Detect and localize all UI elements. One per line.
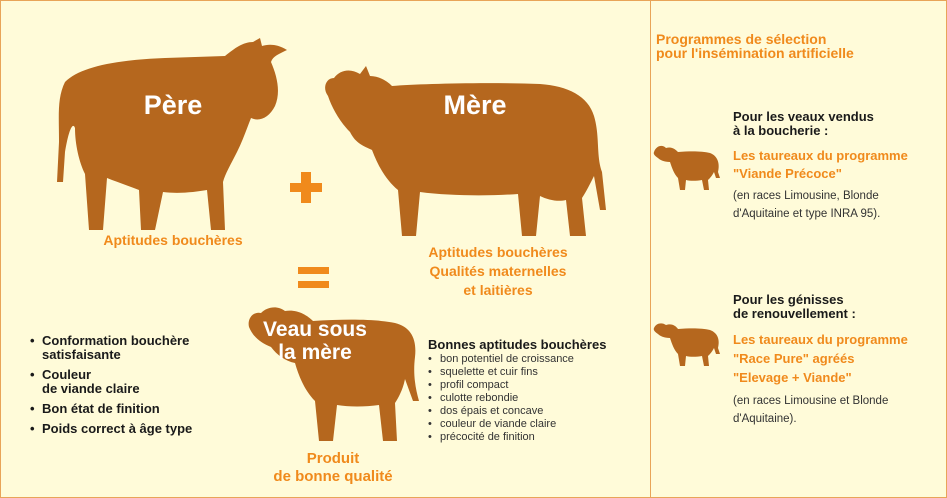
list-item: culotte rebondie bbox=[428, 392, 648, 405]
veau-label-line-2: la mère bbox=[255, 341, 375, 364]
pere-label: Père bbox=[118, 90, 228, 121]
block1-heading: Pour les veaux vendus à la boucherie : bbox=[733, 110, 943, 138]
programs-title-line-1: Programmes de sélection bbox=[656, 32, 946, 46]
veau-caption-line-2: de bonne qualité bbox=[248, 468, 418, 486]
block1-program: Les taureaux du programme "Viande Précoc… bbox=[733, 147, 945, 183]
heifer-small-icon bbox=[652, 320, 722, 368]
aptitudes-title: Bonnes aptitudes bouchères bbox=[428, 337, 606, 352]
equals-sign-icon bbox=[298, 267, 329, 274]
list-item: Poids correct à âge type bbox=[30, 422, 240, 436]
block1-note: (en races Limousine, Blonde d'Aquitaine … bbox=[733, 187, 945, 223]
block2-heading: Pour les génisses de renouvellement : bbox=[733, 293, 943, 321]
list-item: Couleur de viande claire bbox=[30, 368, 240, 396]
pere-caption: Aptitudes bouchères bbox=[78, 232, 268, 248]
qualities-list: Conformation bouchère satisfaisante Coul… bbox=[30, 334, 240, 436]
equals-sign-icon-lower bbox=[298, 281, 329, 288]
block2-note: (en races Limousine et Blonde d'Aquitain… bbox=[733, 392, 945, 428]
list-item: profil compact bbox=[428, 379, 648, 392]
mere-caption-line-2: Qualités maternelles bbox=[398, 262, 598, 281]
cow-silhouette bbox=[320, 60, 610, 240]
list-item: couleur de viande claire bbox=[428, 418, 648, 431]
block2-program: Les taureaux du programme "Race Pure" ag… bbox=[733, 330, 945, 387]
list-item: Bon état de finition bbox=[30, 402, 240, 416]
mere-label: Mère bbox=[420, 90, 530, 121]
mere-caption-line-1: Aptitudes bouchères bbox=[398, 243, 598, 262]
veau-caption-line-1: Produit bbox=[248, 450, 418, 468]
list-item: dos épais et concave bbox=[428, 405, 648, 418]
mere-caption: Aptitudes bouchères Qualités maternelles… bbox=[398, 243, 598, 300]
veau-caption: Produit de bonne qualité bbox=[248, 450, 418, 486]
plus-sign-icon-vertical bbox=[301, 172, 311, 203]
calf-small-icon bbox=[652, 142, 722, 192]
aptitudes-list: bon potentiel de croissance squelette et… bbox=[428, 353, 648, 444]
panel-divider bbox=[650, 0, 651, 498]
programs-title-line-2: pour l'insémination artificielle bbox=[656, 46, 946, 60]
veau-label: Veau sous la mère bbox=[255, 318, 375, 364]
list-item: précocité de finition bbox=[428, 431, 648, 444]
programs-title: Programmes de sélection pour l'inséminat… bbox=[656, 32, 946, 60]
mere-caption-line-3: et laitières bbox=[398, 281, 598, 300]
list-item: squelette et cuir fins bbox=[428, 366, 648, 379]
bull-silhouette bbox=[55, 32, 290, 237]
list-item: bon potentiel de croissance bbox=[428, 353, 648, 366]
list-item: Conformation bouchère satisfaisante bbox=[30, 334, 240, 362]
veau-label-line-1: Veau sous bbox=[255, 318, 375, 341]
